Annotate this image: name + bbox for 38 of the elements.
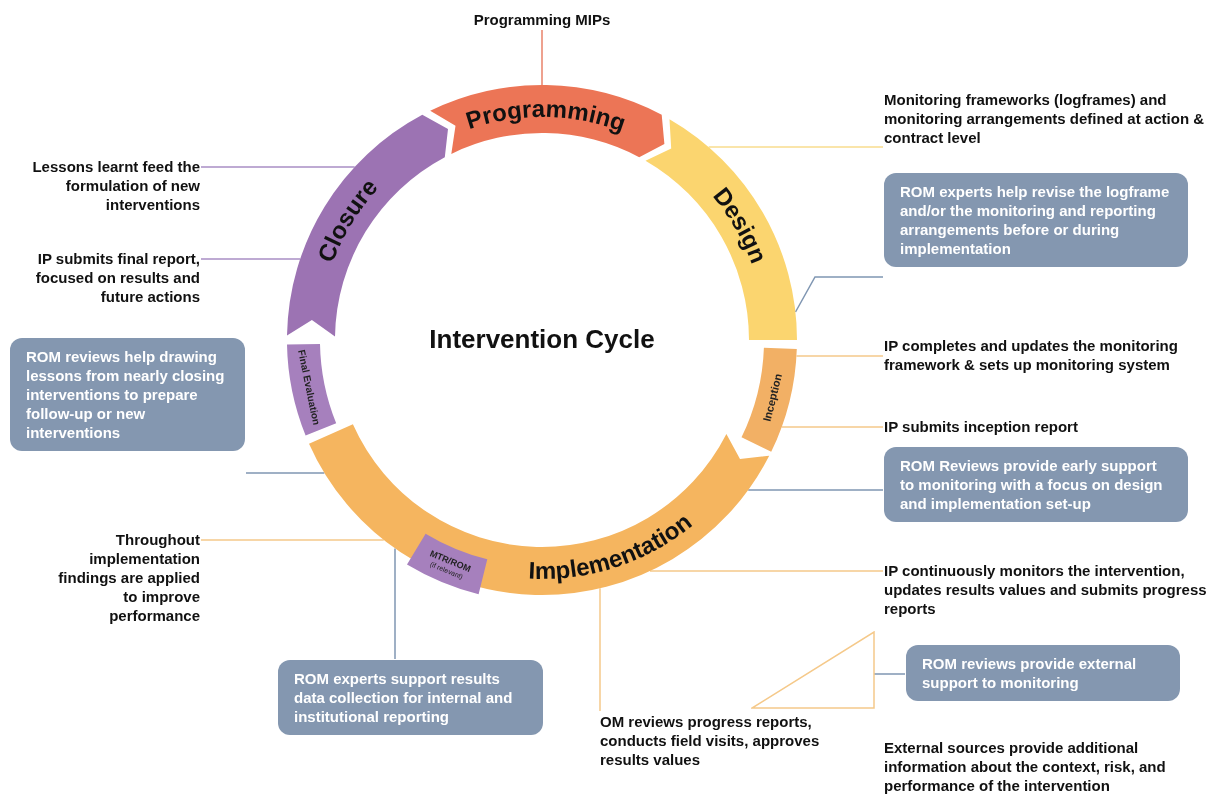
leader-line [707,146,884,148]
callout-text: Programming MIPs [440,10,644,29]
callout-text: IP submits final report, focused on results and future actions [10,249,200,306]
note-text: External sources provide additional information about the context, risk, and performance of the intervention [884,738,1167,795]
callout-text: Monitoring frameworks (logframes) and monitoring arrangements defined at action & contract level [884,90,1214,147]
callout-text: IP completes and updates the monitoring framework & sets up monitoring system [884,336,1184,374]
diagram-title: Intervention Cycle [428,324,656,355]
cycle-segment [430,85,665,158]
callout-text: IP submits inception report [884,417,1184,436]
cycle-segment [741,347,797,452]
cycle-segment [309,424,770,595]
info-box: ROM reviews provide external support to monitoring [906,645,1180,701]
leader-line [747,489,884,491]
callout-text: IP continuously monitors the intervention, updates results values and submits progress reports [884,561,1219,618]
leader-line [599,587,601,712]
leader-line [200,539,385,541]
cycle-segment [287,343,337,436]
cycle-segment [407,533,488,595]
segment-label: Programming [462,94,630,137]
info-box: ROM reviews help drawing lessons from nearly closing interventions to prepare follow-up or new interventions [10,338,245,451]
callout-text: OM reviews progress reports, conducts field visits, approves results values [600,712,870,769]
callout-text: Throughout implementation findings are applied to improve performance [50,530,200,625]
leader-line [200,258,301,260]
leader-line [649,570,884,572]
leader-line [780,426,884,428]
segment-label: Final Evaluation [296,348,323,426]
info-box: ROM experts help revise the logframe and/or the monitoring and reporting arrangements before or during implementation [884,173,1188,267]
callout-text: Lessons learnt feed the formulation of new interventions [20,157,200,214]
info-box: ROM Reviews provide early support to monitoring with a focus on design and implementation set-up [884,447,1188,522]
info-box: ROM experts support results data collection for internal and institutional reporting [278,660,543,735]
leader-line [200,166,356,168]
leader-line [394,547,396,660]
triangle-shape [751,631,875,709]
leader-line [245,472,326,474]
leader-line [795,355,884,357]
leader-line [541,29,543,86]
leader-line [794,276,884,313]
leader-line [873,673,906,675]
